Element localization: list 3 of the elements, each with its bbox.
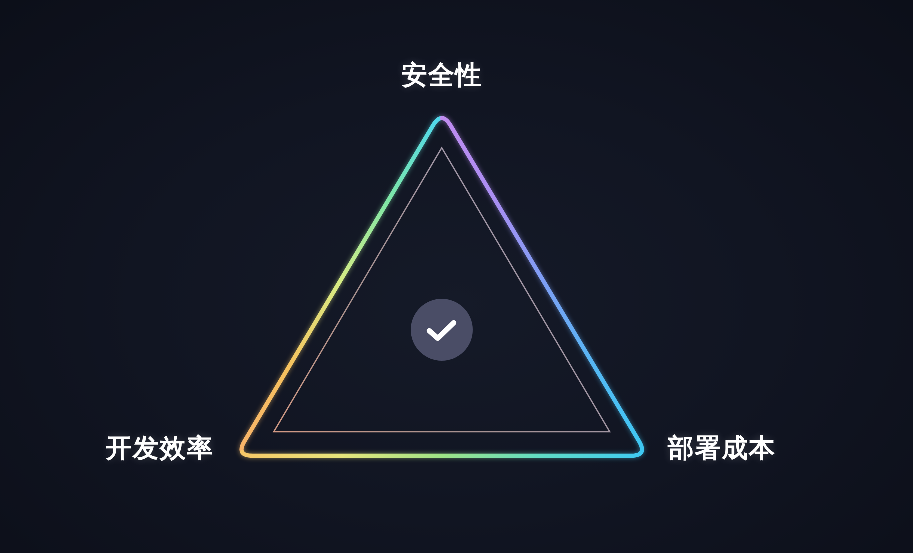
axis-label: 开发效率 xyxy=(106,434,214,466)
axis-label: 安全性 xyxy=(402,61,482,92)
axis-label: 部署成本 xyxy=(668,434,776,466)
